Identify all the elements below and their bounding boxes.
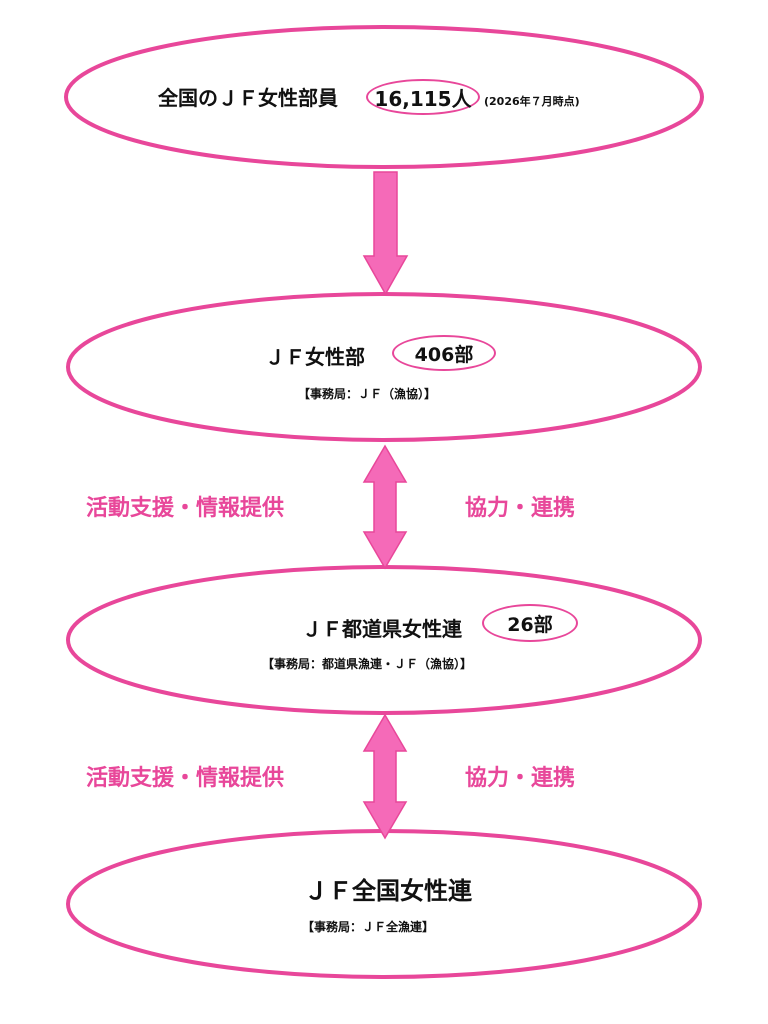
office-label: 【事務局：ＪＦ（漁協）】 [298,387,437,401]
count-badge: 406部 [392,335,496,371]
national-members-row: 全国のＪＦ女性部員 [158,82,338,111]
count-badge: 16,115人 [366,79,480,115]
node-jf-womens-dept-ellipse [66,292,702,442]
support-label: 活動支援・情報提供 [86,496,285,521]
bidirectional-arrow-icon [362,444,408,570]
bidirectional-arrow-icon [362,713,408,840]
office-label: 【事務局：都道県漁連・ＪＦ（漁協）】 [262,657,473,671]
as-of-note: (2026年７月時点) [484,95,580,108]
down-arrow-icon [362,171,409,296]
node-title: ＪＦ全国女性連 [304,877,472,905]
node-title: 全国のＪＦ女性部員 [158,86,338,110]
node-title: ＪＦ都道県女性連 [302,617,462,641]
count-value: 16,115人 [374,86,472,111]
cooperation-label: 協力・連携 [465,766,576,791]
node-title: ＪＦ女性部 [265,345,365,369]
count-value: 26部 [507,613,553,636]
count-badge: 26部 [482,604,578,642]
support-label: 活動支援・情報提供 [86,766,285,791]
office-label: 【事務局：ＪＦ全漁連】 [302,920,435,934]
count-value: 406部 [414,343,474,366]
as-of-note-row: (2026年７月時点) [476,90,580,109]
cooperation-label: 協力・連携 [465,496,576,521]
